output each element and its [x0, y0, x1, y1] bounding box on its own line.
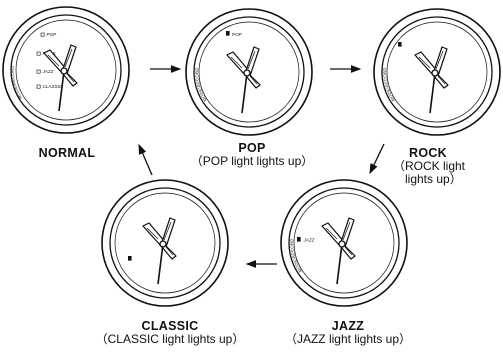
mode-desc-jazz: （JAZZ light lights up）	[284, 332, 412, 347]
pop-indicator	[40, 32, 45, 37]
mode-name-jazz: JAZZ	[331, 319, 365, 333]
classic-indicator	[36, 84, 41, 89]
watch-dial-classic	[101, 179, 229, 307]
hand-hub	[243, 69, 251, 77]
hand-hub	[431, 69, 439, 77]
second-hand	[241, 72, 248, 114]
dial-label-classic: CLASSIC	[43, 84, 63, 89]
second-hand	[157, 243, 164, 285]
mode-desc-pop: （POP light lights up）	[190, 154, 314, 169]
label-pop: POP （POP light lights up）	[168, 141, 336, 169]
mode-name-classic: CLASSIC	[141, 319, 199, 333]
watch-dial-pop: MODE/RECORD POP	[185, 8, 313, 136]
ring-label: MODE/RECORD	[289, 238, 303, 273]
rock-indicator-lit	[398, 42, 402, 47]
watch-dial-jazz: MODE/RECORD JAZZ	[280, 179, 408, 307]
ring-label: MODE/RECORD	[382, 67, 396, 102]
second-hand	[58, 70, 65, 112]
mode-desc-rock-2: lights up）	[405, 171, 462, 186]
dial-label-jazz: JAZZ	[42, 69, 54, 74]
dial-label-jazz: JAZZ	[303, 238, 315, 243]
mode-name-normal: NORMAL	[38, 146, 96, 160]
ring-label: MODE/RECORD	[194, 67, 208, 102]
pop-indicator-lit	[226, 31, 230, 36]
jazz-indicator	[36, 69, 41, 74]
label-jazz: JAZZ （JAZZ light lights up）	[264, 319, 432, 347]
second-hand	[336, 243, 343, 285]
label-rock: ROCK （ROCK light lights up）	[393, 146, 493, 186]
dial-label-pop: POP	[232, 32, 243, 37]
arrow-rock-to-jazz	[369, 143, 385, 175]
arrow-classic-to-normal	[138, 143, 153, 176]
label-normal: NORMAL	[22, 146, 112, 160]
watch-dial-rock: MODE/RECORD	[373, 8, 501, 136]
label-classic: CLASSIC （CLASSIC light lights up）	[84, 319, 256, 347]
mode-name-rock: ROCK	[409, 146, 448, 160]
jazz-indicator-lit	[297, 237, 301, 242]
hand-hub	[159, 240, 167, 248]
mode-desc-rock-1: （ROCK light	[393, 159, 466, 174]
hand-hub	[338, 240, 346, 248]
second-hand	[429, 72, 436, 114]
classic-indicator-lit	[128, 256, 132, 261]
hand-hub	[60, 67, 68, 75]
watch-dial-normal: MODE/RECORD POP ROCK JAZZ CLASSIC	[2, 6, 130, 134]
dial-label-pop: POP	[47, 32, 58, 37]
mode-desc-classic: （CLASSIC light lights up）	[95, 332, 245, 347]
mode-name-pop: POP	[238, 141, 266, 155]
rock-indicator	[36, 51, 41, 56]
